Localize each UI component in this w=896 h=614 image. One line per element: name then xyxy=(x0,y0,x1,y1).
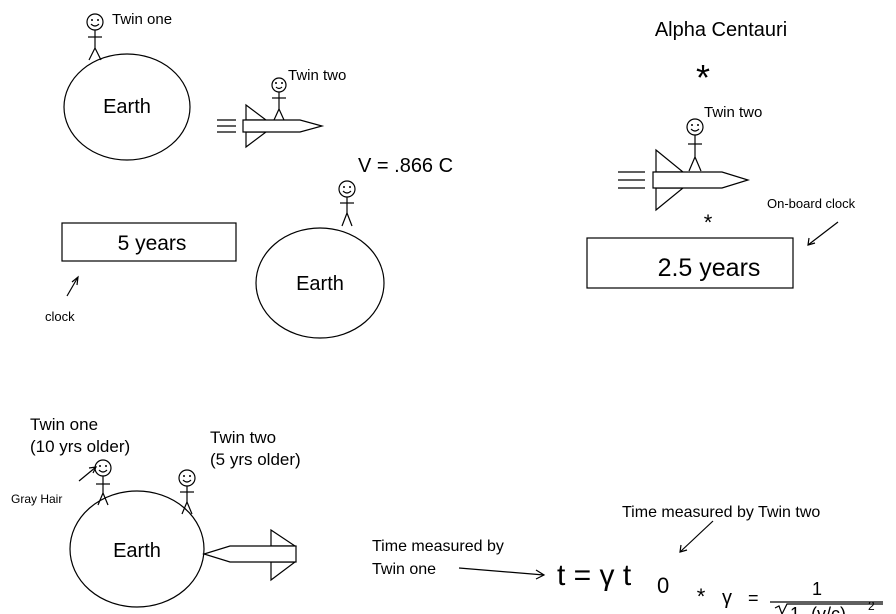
gamma-numerator: 1 xyxy=(812,579,822,599)
twin-two-right-label: Twin two xyxy=(704,104,762,121)
clock-box-left xyxy=(61,222,237,262)
earth-middle-label: Earth xyxy=(296,273,344,295)
onboard-clock-label: On-board clock xyxy=(767,196,856,211)
stick-figure-twin-two-bottom xyxy=(178,469,196,515)
twin-two-bottom-label: Twin two xyxy=(210,428,276,447)
twin-two-arrow xyxy=(679,520,714,553)
earth-middle xyxy=(255,227,385,339)
velocity-label: V = .866 C xyxy=(358,155,453,177)
clock-value-left: 5 years xyxy=(118,232,187,255)
twin-two-top-label: Twin two xyxy=(288,67,346,84)
rocket-bottom xyxy=(201,528,297,582)
stick-figure-twin-one-top xyxy=(86,13,104,61)
stick-figure-twin-two-top xyxy=(271,77,287,121)
stick-figure-twin-two-middle xyxy=(338,180,356,227)
sqrt-sign xyxy=(774,603,883,614)
clock-arrow-left xyxy=(66,276,79,297)
time-dilation-formula: t = γ t xyxy=(557,559,632,592)
stick-figure-twin-one-bottom xyxy=(94,459,112,506)
clock-value-right: 2.5 years xyxy=(658,254,761,282)
time-measured-twin-one-line1: Time measured by xyxy=(372,538,504,555)
alpha-centauri-star: * xyxy=(696,57,710,98)
earth-top xyxy=(63,53,191,161)
onboard-clock-arrow xyxy=(807,221,839,246)
alpha-centauri-label: Alpha Centauri xyxy=(655,19,787,41)
earth-bottom-label: Earth xyxy=(113,540,161,562)
earth-top-label: Earth xyxy=(103,96,151,118)
time-measured-twin-one-line2: Twin one xyxy=(372,561,436,578)
twin-two-bottom-age: (5 yrs older) xyxy=(210,450,301,469)
gamma-symbol: γ xyxy=(722,587,732,609)
earth-bottom xyxy=(69,490,205,608)
twin-one-bottom-age: (10 yrs older) xyxy=(30,437,130,456)
gray-hair-arrow xyxy=(78,466,97,482)
time-measured-twin-two: Time measured by Twin two xyxy=(622,504,820,521)
gamma-denominator: 1- (v/c) xyxy=(790,604,846,614)
small-star-right: * xyxy=(704,210,713,235)
gamma-exponent: 2 xyxy=(868,599,875,613)
clock-label: clock xyxy=(45,309,75,324)
twin-one-bottom-label: Twin one xyxy=(30,415,98,434)
rocket-right xyxy=(618,148,751,212)
twin-one-arrow xyxy=(458,567,545,576)
gray-hair-label: Gray Hair xyxy=(11,492,62,506)
formula-subscript-zero: 0 xyxy=(657,573,669,598)
gamma-equals: = xyxy=(748,588,759,608)
stick-figure-twin-two-right xyxy=(686,118,704,172)
gamma-star: * xyxy=(697,584,706,609)
rocket-top xyxy=(217,103,325,149)
twin-one-top-label: Twin one xyxy=(112,11,172,28)
clock-box-right xyxy=(586,237,794,289)
